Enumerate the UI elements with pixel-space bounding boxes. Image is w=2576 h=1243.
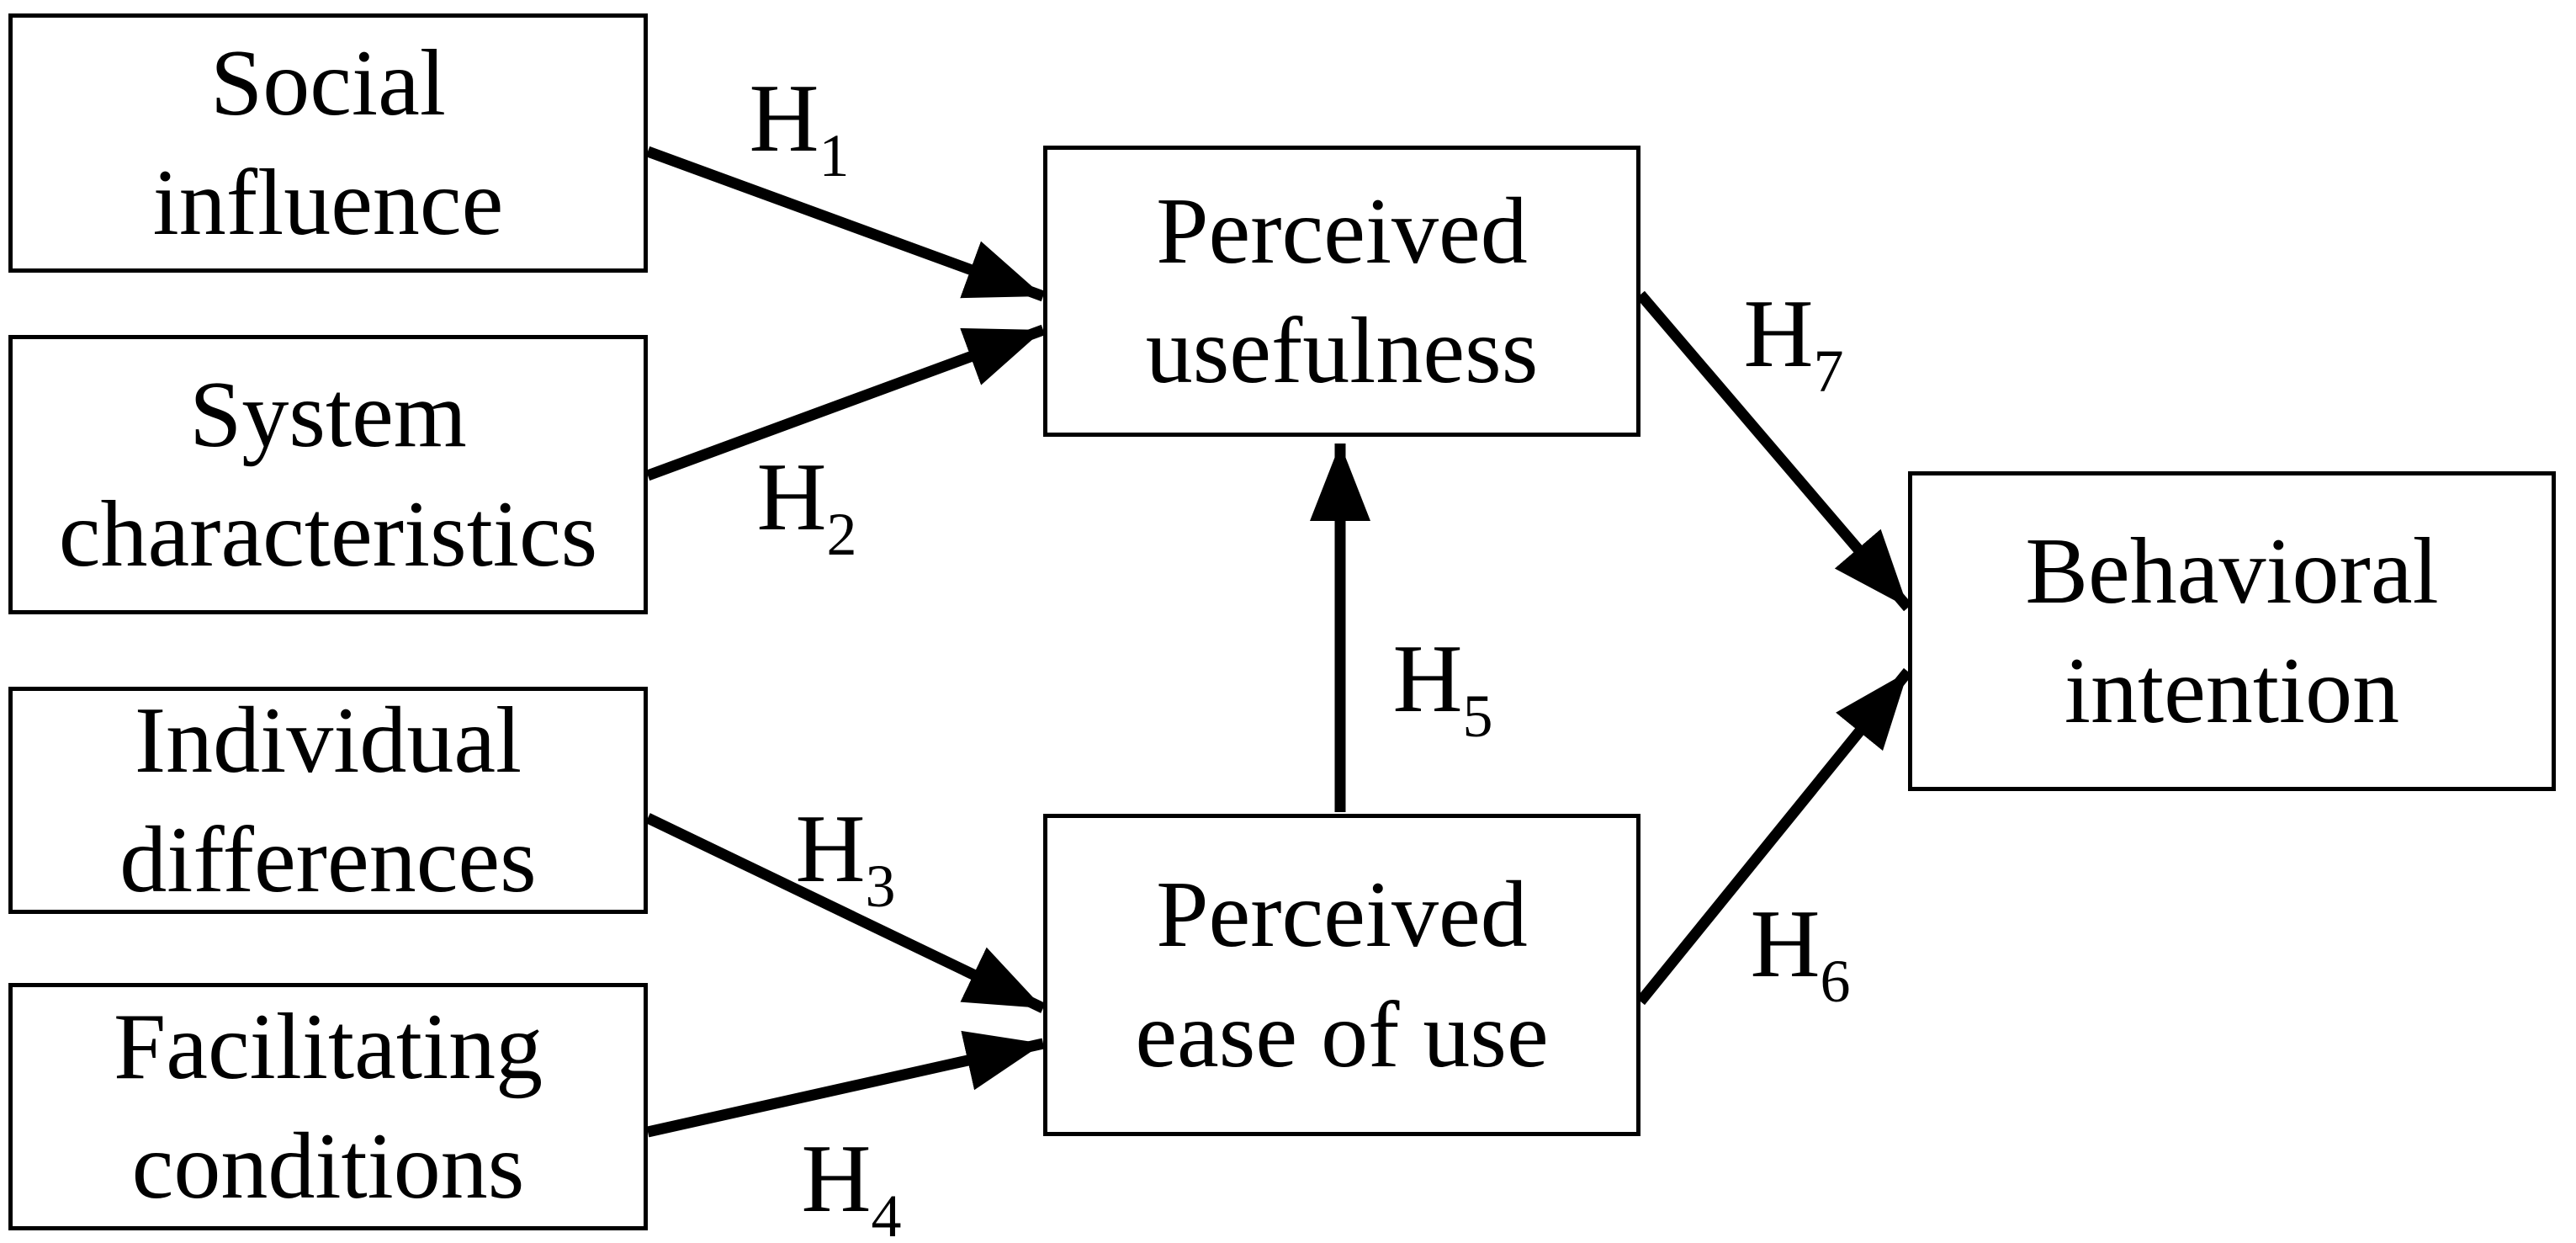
- box-label-line: intention: [2064, 639, 2400, 743]
- box-label-line: Behavioral: [2025, 518, 2439, 624]
- h5-subscript: 5: [1462, 683, 1493, 750]
- h6-subscript: 6: [1820, 948, 1851, 1015]
- label-h6: H6: [1750, 895, 1850, 1012]
- box-label-line: differences: [119, 808, 537, 912]
- box-perceived-ease-of-use: Perceived ease of use: [1043, 814, 1640, 1136]
- label-h4: H4: [801, 1130, 901, 1243]
- h3-subscript: 3: [865, 853, 896, 920]
- box-label-line: Perceived: [1156, 178, 1528, 284]
- arrow-h3: [645, 813, 1046, 1013]
- box-facilitating-conditions: Facilitating conditions: [8, 983, 648, 1230]
- box-label-line: Individual: [134, 688, 522, 793]
- h1-base: H: [749, 65, 819, 172]
- h7-subscript: 7: [1813, 337, 1844, 405]
- box-behavioral-intention: Behavioral intention: [1908, 471, 2556, 791]
- h3-base: H: [795, 795, 866, 902]
- h6-base: H: [1750, 890, 1821, 997]
- label-h7: H7: [1743, 285, 1843, 401]
- h5-base: H: [1392, 625, 1463, 732]
- h2-base: H: [756, 444, 827, 550]
- box-label-line: usefulness: [1145, 299, 1539, 403]
- h7-base: H: [1743, 280, 1814, 387]
- h1-subscript: 1: [819, 122, 850, 189]
- box-label-line: Facilitating: [113, 994, 543, 1099]
- box-label-line: ease of use: [1135, 982, 1549, 1087]
- box-individual-differences: Individual differences: [8, 687, 648, 914]
- arrow-h6: [1635, 667, 1913, 1006]
- box-system-characteristics: System characteristics: [8, 335, 648, 614]
- arrow-h1: [645, 146, 1046, 302]
- h2-subscript: 2: [826, 501, 857, 568]
- box-label-line: Perceived: [1156, 863, 1528, 968]
- label-h3: H3: [795, 800, 895, 916]
- label-h2: H2: [756, 449, 856, 565]
- box-label-line: influence: [152, 151, 504, 255]
- box-label-line: conditions: [131, 1114, 525, 1219]
- h4-subscript: 4: [871, 1182, 902, 1243]
- box-label-line: characteristics: [58, 482, 598, 587]
- box-label-line: System: [189, 362, 467, 467]
- label-h5: H5: [1392, 630, 1492, 746]
- label-h1: H1: [749, 70, 849, 186]
- arrow-h2: [645, 324, 1046, 481]
- box-social-influence: Social influence: [8, 13, 648, 273]
- arrow-h7: [1636, 290, 1912, 612]
- box-label-line: Social: [210, 30, 446, 135]
- box-perceived-usefulness: Perceived usefulness: [1043, 146, 1640, 437]
- h4-base: H: [801, 1125, 872, 1232]
- arrow-h4: [646, 1030, 1045, 1138]
